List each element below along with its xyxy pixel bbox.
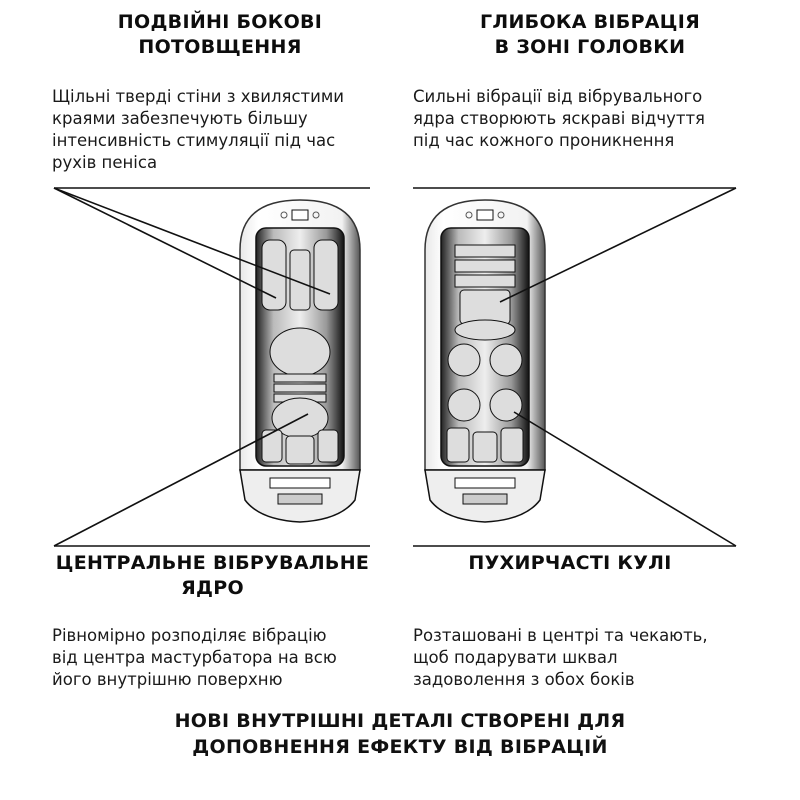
title-line: ПОТОВЩЕННЯ [138,36,302,58]
feature-description-deep-vibration: Сильні вібрації від вібрувального ядра с… [413,87,705,150]
title-line: ЦЕНТРАЛЬНЕ ВІБРУВАЛЬНЕ [55,552,370,574]
title-line: ЯДРО [181,577,244,599]
feature-title-central-vibrating-core: ЦЕНТРАЛЬНЕ ВІБРУВАЛЬНЕ ЯДРО [40,551,385,601]
footer-line: НОВІ ВНУТРІШНІ ДЕТАЛІ СТВОРЕНІ ДЛЯ [174,710,626,732]
footer-caption: НОВІ ВНУТРІШНІ ДЕТАЛІ СТВОРЕНІ ДЛЯ ДОПОВ… [0,708,800,760]
footer-line: ДОПОВНЕННЯ ЕФЕКТУ ВІД ВІБРАЦІЙ [192,736,608,758]
title-line: ПУХИРЧАСТІ КУЛІ [468,552,672,574]
device-illustration-left [239,199,361,523]
device-illustration-right [424,199,546,523]
feature-description-bubble-balls: Розташовані в центрі та чекають, щоб под… [413,626,708,689]
feature-title-bubble-balls: ПУХИРЧАСТІ КУЛІ [420,551,720,576]
title-line: В ЗОНІ ГОЛОВКИ [494,36,686,58]
title-line: ПОДВІЙНІ БОКОВІ [117,11,323,33]
feature-description-central-vibrating-core: Рівномірно розподіляє вібрацію від центр… [52,626,337,689]
feature-title-double-side-walls: ПОДВІЙНІ БОКОВІ ПОТОВЩЕННЯ [60,10,380,60]
leader-lines [53,187,737,547]
feature-title-deep-vibration: ГЛИБОКА ВІБРАЦІЯ В ЗОНІ ГОЛОВКИ [420,10,760,60]
feature-description-double-side-walls: Щільні тверді стіни з хвилястими краями … [52,87,345,172]
title-line: ГЛИБОКА ВІБРАЦІЯ [479,11,701,33]
